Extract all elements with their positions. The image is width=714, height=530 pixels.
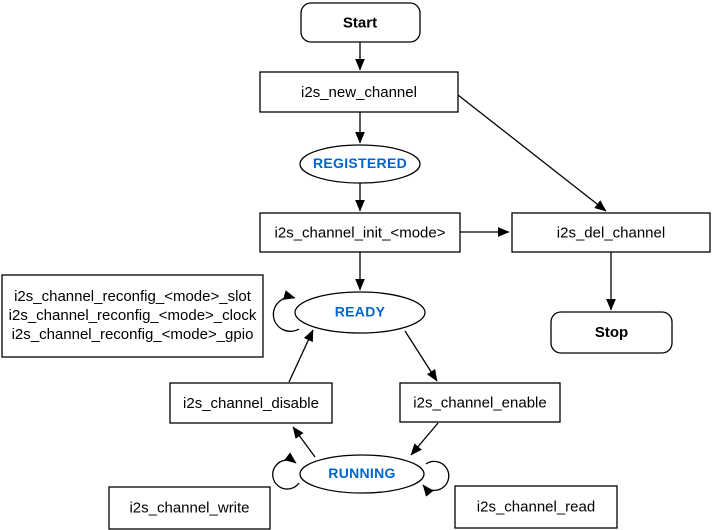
edge-ready-to-enable <box>404 330 438 382</box>
new-channel-box <box>259 71 459 113</box>
channel-read-box <box>454 485 618 529</box>
stop-node <box>550 311 673 354</box>
del-channel-label: i2s_del_channel <box>557 224 665 241</box>
reconfig-line-slot: i2s_channel_reconfig_<mode>_slot <box>14 288 252 305</box>
registered-state-label: REGISTERED <box>313 155 407 171</box>
channel-write-box <box>108 486 271 530</box>
channel-init-box <box>259 212 461 253</box>
channel-enable-label: i2s_channel_enable <box>413 394 546 411</box>
channel-disable-label: i2s_channel_disable <box>183 395 319 412</box>
running-state-ellipse <box>299 454 425 494</box>
channel-read-label: i2s_channel_read <box>477 498 595 515</box>
start-node-label: Start <box>343 14 377 31</box>
running-read-self-loop <box>422 460 450 497</box>
registered-state-ellipse <box>299 144 421 184</box>
reconfig-line-clock: i2s_channel_reconfig_<mode>_clock <box>9 307 257 324</box>
del-channel-box <box>511 212 711 253</box>
reconfig-box <box>1 274 264 358</box>
channel-disable-box <box>169 382 333 424</box>
start-node <box>300 2 421 43</box>
stop-node-label: Stop <box>595 324 628 341</box>
edge-running-to-disable <box>292 426 316 458</box>
edge-disable-to-ready <box>288 329 314 383</box>
new-channel-label: i2s_new_channel <box>301 84 417 101</box>
running-state-label: RUNNING <box>328 465 395 481</box>
ready-state-ellipse <box>294 291 426 334</box>
reconfig-line-gpio: i2s_channel_reconfig_<mode>_gpio <box>12 326 254 343</box>
edge-enable-to-running <box>410 422 439 456</box>
channel-enable-box <box>399 382 561 423</box>
running-write-self-loop <box>272 452 300 490</box>
channel-write-label: i2s_channel_write <box>129 499 249 516</box>
ready-state-label: READY <box>335 304 386 320</box>
ready-reconfig-self-loop <box>272 290 300 332</box>
channel-init-label: i2s_channel_init_<mode> <box>275 224 446 241</box>
edge-newchannel-to-delchannel <box>457 94 607 212</box>
